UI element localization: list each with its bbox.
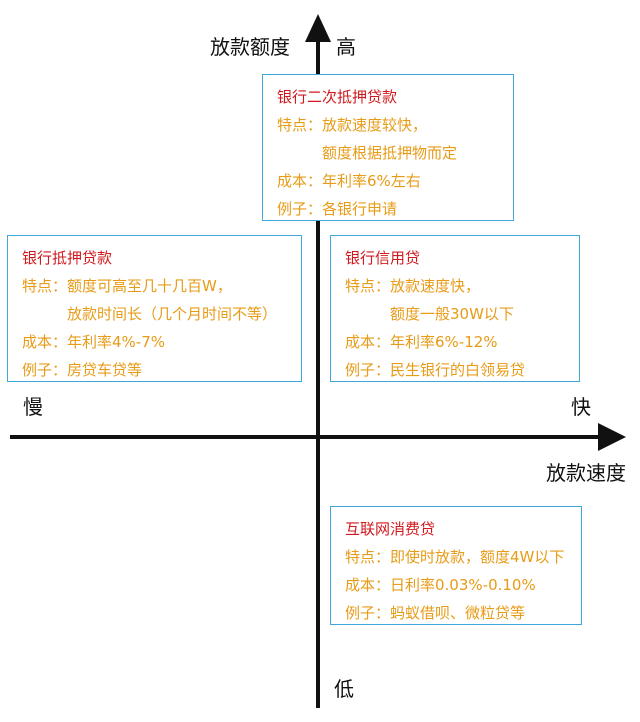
y-axis-high-label: 高	[336, 35, 356, 59]
x-axis-slow-label: 慢	[23, 395, 43, 419]
features-line-1: 放款速度快，	[390, 277, 481, 295]
cost-row: 成本： 日利率0.03%-0.10%	[345, 571, 581, 599]
cost-key: 成本：	[345, 333, 391, 351]
quadrant-box-internet-consumer-loan: 互联网消费贷 特点： 即使时放款，额度4W以下 成本： 日利率0.03%-0.1…	[330, 506, 582, 625]
features-key: 特点：	[22, 277, 68, 295]
example-value: 蚂蚁借呗、微粒贷等	[390, 604, 526, 622]
example-key: 例子：	[345, 361, 391, 379]
box-title: 银行抵押贷款	[22, 249, 113, 267]
x-axis-arrow	[598, 423, 626, 451]
features-line-2: 额度一般30W以下	[390, 305, 514, 323]
features-key: 特点：	[345, 548, 391, 566]
example-key: 例子：	[277, 200, 323, 218]
example-value: 房贷车贷等	[67, 361, 143, 379]
cost-key: 成本：	[345, 576, 391, 594]
example-value: 各银行申请	[322, 200, 398, 218]
example-key: 例子：	[22, 361, 68, 379]
features-row-2: 额度根据抵押物而定	[277, 139, 513, 167]
features-line-1: 即使时放款，额度4W以下	[390, 548, 565, 566]
example-row: 例子： 民生银行的白领易贷	[345, 356, 579, 384]
cost-key: 成本：	[277, 172, 323, 190]
cost-row: 成本： 年利率4%-7%	[22, 328, 301, 356]
y-axis-title: 放款额度	[210, 35, 290, 59]
example-row: 例子： 房贷车贷等	[22, 356, 301, 384]
cost-value: 年利率6%左右	[322, 172, 421, 190]
x-axis-fast-label: 快	[571, 395, 591, 419]
quadrant-box-bank-mortgage: 银行抵押贷款 特点： 额度可高至几十几百W， 放款时间长（几个月时间不等） 成本…	[7, 235, 302, 382]
example-key: 例子：	[345, 604, 391, 622]
box-title: 互联网消费贷	[345, 520, 436, 538]
features-line-1: 额度可高至几十几百W，	[67, 277, 232, 295]
box-title: 银行二次抵押贷款	[277, 88, 398, 106]
x-axis-title: 放款速度	[546, 461, 626, 485]
cost-value: 年利率6%-12%	[390, 333, 498, 351]
features-row: 特点： 即使时放款，额度4W以下	[345, 543, 581, 571]
quadrant-box-second-mortgage: 银行二次抵押贷款 特点： 放款速度较快， 额度根据抵押物而定 成本： 年利率6%…	[262, 74, 514, 221]
features-key: 特点：	[345, 277, 391, 295]
example-row: 例子： 蚂蚁借呗、微粒贷等	[345, 599, 581, 627]
features-key: 特点：	[277, 116, 323, 134]
cost-row: 成本： 年利率6%-12%	[345, 328, 579, 356]
y-axis-low-label: 低	[334, 677, 354, 701]
y-axis-arrow	[305, 14, 331, 42]
cost-key: 成本：	[22, 333, 68, 351]
example-row: 例子： 各银行申请	[277, 195, 513, 223]
features-row-2: 放款时间长（几个月时间不等）	[22, 300, 301, 328]
features-line-2: 放款时间长（几个月时间不等）	[67, 305, 278, 323]
cost-row: 成本： 年利率6%左右	[277, 167, 513, 195]
features-line-2: 额度根据抵押物而定	[322, 144, 458, 162]
cost-value: 日利率0.03%-0.10%	[390, 576, 536, 594]
features-row: 特点： 放款速度较快，	[277, 111, 513, 139]
quadrant-box-bank-credit: 银行信用贷 特点： 放款速度快， 额度一般30W以下 成本： 年利率6%-12%…	[330, 235, 580, 382]
cost-value: 年利率4%-7%	[67, 333, 166, 351]
features-line-1: 放款速度较快，	[322, 116, 428, 134]
features-row-2: 额度一般30W以下	[345, 300, 579, 328]
features-row: 特点： 放款速度快，	[345, 272, 579, 300]
features-row: 特点： 额度可高至几十几百W，	[22, 272, 301, 300]
example-value: 民生银行的白领易贷	[390, 361, 526, 379]
box-title: 银行信用贷	[345, 249, 421, 267]
